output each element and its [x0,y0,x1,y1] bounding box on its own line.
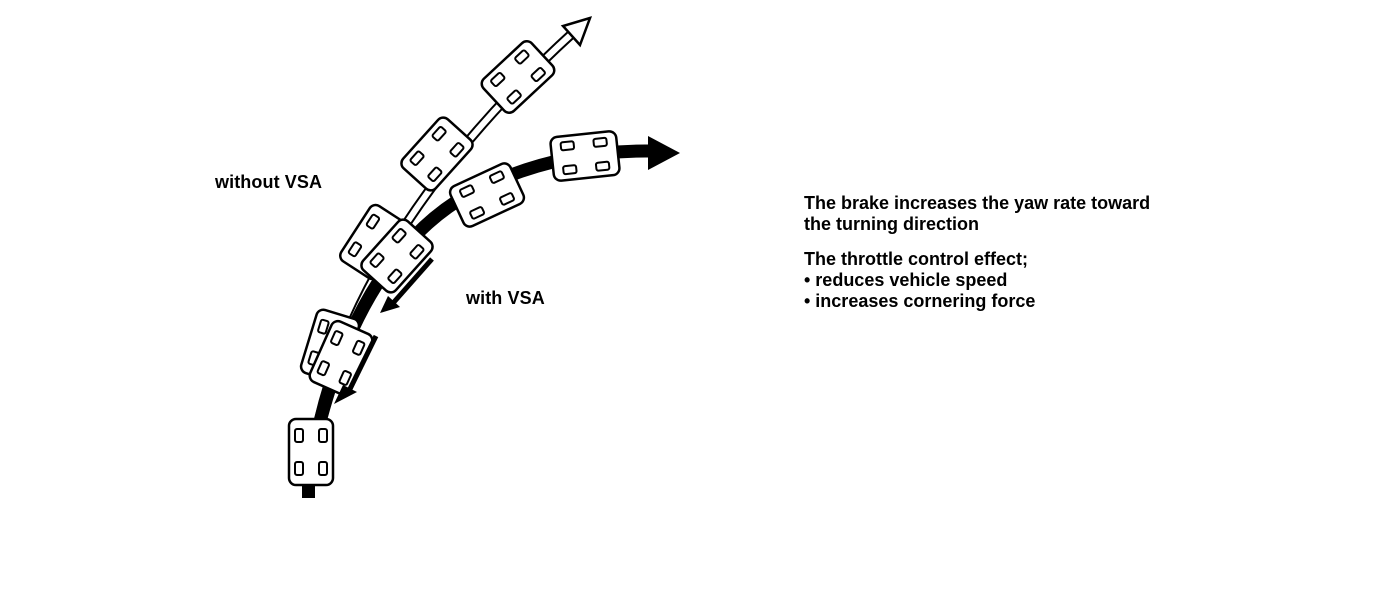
yaw-force-arrow-2 [380,257,434,313]
path-stem [302,486,315,498]
brake-line-1: The brake increases the yaw rate toward [804,193,1151,213]
label-without-vsa: without VSA [215,172,323,192]
brake-line-2: the turning direction [804,214,979,234]
throttle-item-cornering: • increases cornering force [804,291,1036,311]
arrow-head-without-vsa [560,16,593,48]
car-without-vsa-4 [477,37,559,117]
car-with-vsa-4 [548,129,622,183]
car-start [287,417,335,487]
yaw-force-arrow-1 [334,334,379,404]
throttle-item-speed: • reduces vehicle speed [804,270,1008,290]
throttle-heading: The throttle control effect; [804,249,1028,269]
explanation-text: The brake increases the yaw rate toward … [804,193,1150,312]
label-with-vsa: with VSA [466,288,545,308]
arrow-head-with-vsa [648,136,680,170]
